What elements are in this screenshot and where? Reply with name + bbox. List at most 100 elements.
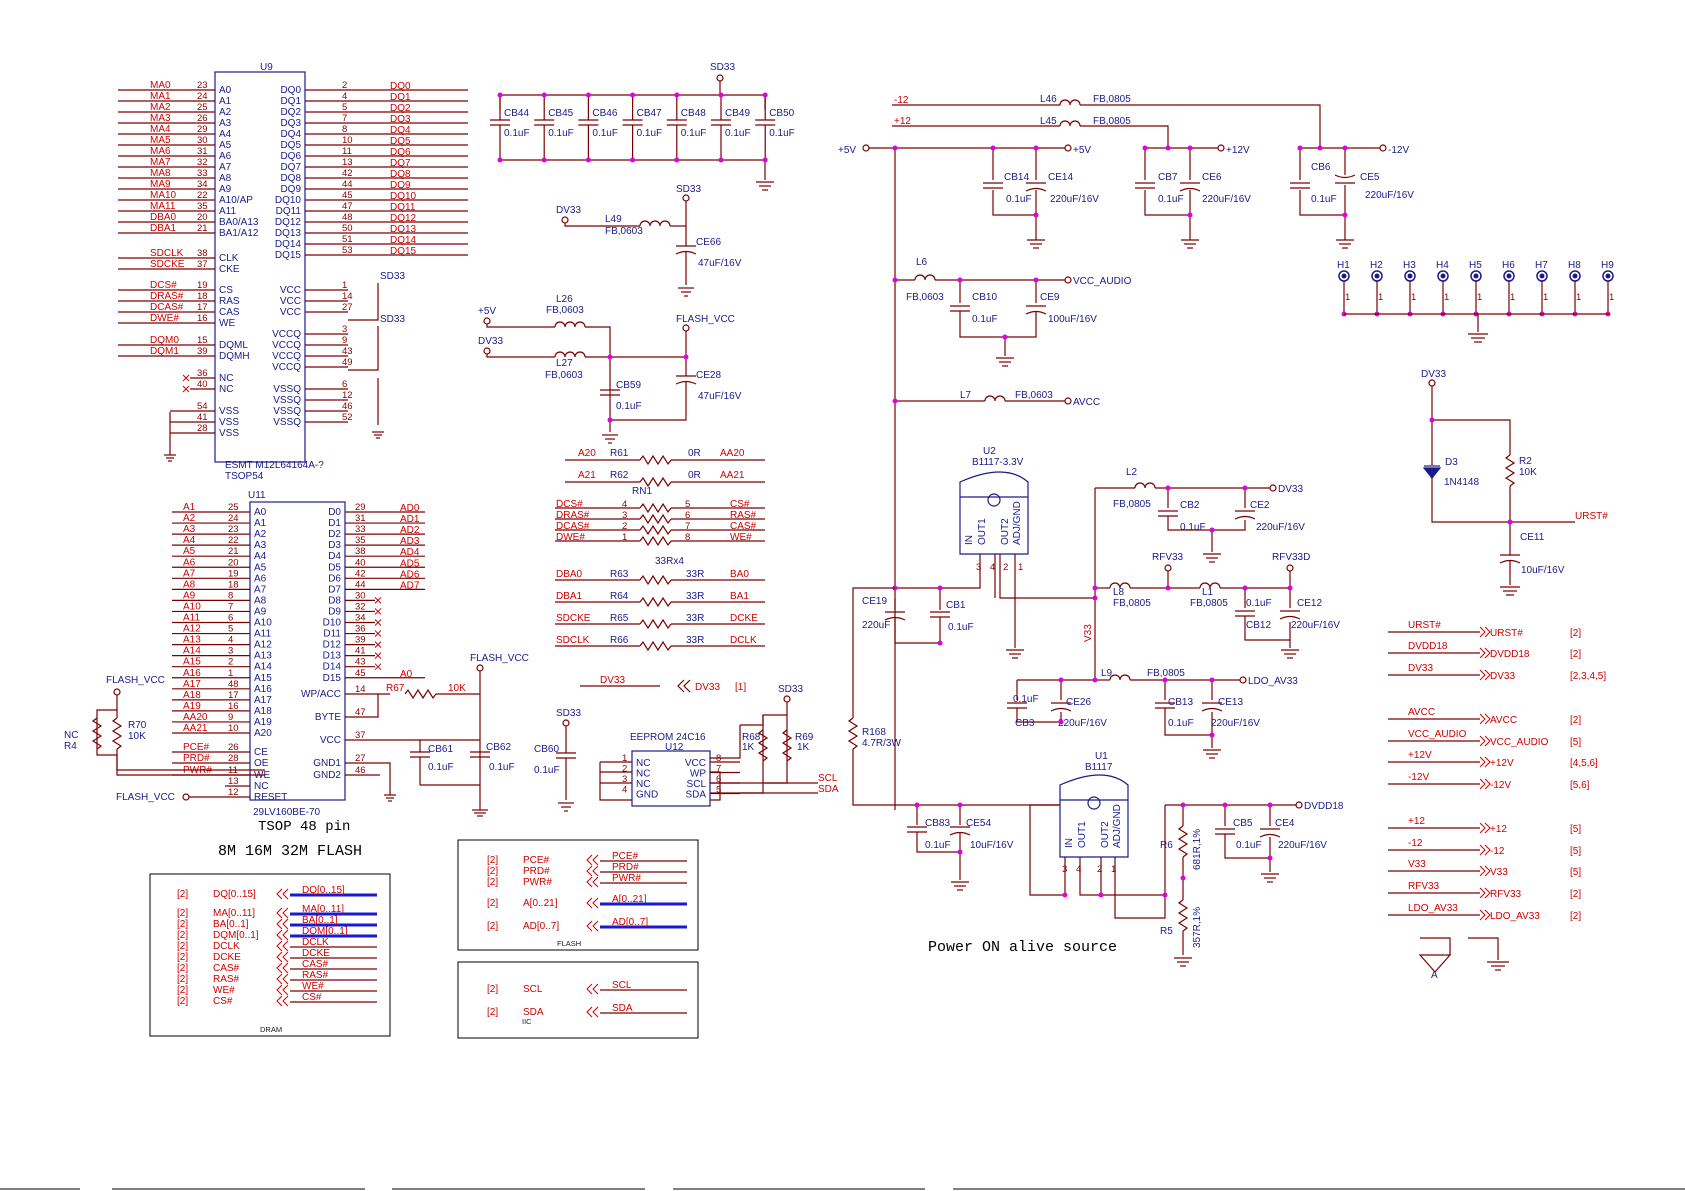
mounting-hole-pin-H3: 1	[1411, 292, 1416, 303]
series-in-DBA1: DBA1	[556, 591, 583, 602]
r69-label: R69	[795, 732, 814, 743]
u9-pinname-VCCQ: VCCQ	[272, 351, 301, 362]
u12-pin-6: 6	[716, 774, 721, 785]
u11-pinname-A8: A8	[254, 595, 267, 606]
plus5v-in-label: +5V	[838, 145, 856, 156]
sd33-label-2: SD33	[676, 184, 701, 195]
u11-pin-48: 48	[228, 679, 239, 690]
l27-label: L27	[556, 358, 573, 369]
u11-pinname-A12: A12	[254, 640, 272, 651]
u11-net-AA21: AA21	[183, 723, 208, 734]
u9-pin-33: 33	[197, 168, 208, 179]
r62-value: 0R	[688, 470, 701, 481]
series-in-SDCKE: SDCKE	[556, 613, 591, 624]
u11-pin-36: 36	[355, 624, 366, 635]
u2-regulator: U2 B1117-3.3V IN OUT1 OUT2 ADJ/GND 3 4 2…	[862, 446, 1340, 759]
iic-rows-right-1: SDA	[612, 1003, 633, 1014]
dram-rows-right-8: WE#	[302, 981, 324, 992]
u9-pin-39: 39	[197, 346, 208, 357]
minus12v-label: -12V	[1388, 145, 1409, 156]
u9-pinname-A7: A7	[219, 162, 232, 173]
u11-pin-33: 33	[355, 524, 366, 535]
u12-pin-2: 2	[622, 764, 627, 775]
ce6-value: 220uF/16V	[1202, 194, 1251, 205]
mounting-hole-pin-H5: 1	[1477, 292, 1482, 303]
u9-pinname-A9: A9	[219, 184, 232, 195]
ce28-label: CE28	[696, 370, 721, 381]
u11-pin-30: 30	[355, 590, 366, 601]
r67-label: R67	[386, 683, 405, 694]
cb10-label: CB10	[972, 292, 997, 303]
l1-value: FB,0805	[1190, 598, 1228, 609]
u9-pinname-DQ8: DQ8	[280, 173, 301, 184]
rfv33d-label: RFV33D	[1272, 552, 1310, 563]
u11-pinname-D2: D2	[328, 529, 341, 540]
u9-pin-1: 1	[342, 280, 347, 291]
nc-label: NC	[64, 730, 78, 741]
mounting-hole-H4: H4	[1436, 260, 1449, 271]
port-net-LDO_AV33: LDO_AV33	[1408, 903, 1458, 914]
port-ref-+12V: [4,5,6]	[1570, 758, 1598, 769]
u11-net-A1: A1	[183, 502, 196, 513]
rn1-pin-8: 8	[685, 532, 690, 543]
u11-pin-29: 29	[355, 502, 366, 513]
eeprom-section: DV33 DV33 [1] SD33 CB60 0.1uF EEPROM 24C…	[534, 675, 839, 812]
dram-box-title: DRAM	[260, 1025, 282, 1034]
u9-net-DWE#: DWE#	[150, 313, 179, 324]
cb7-value: 0.1uF	[1158, 194, 1184, 205]
rfv33-label: RFV33	[1152, 552, 1184, 563]
ce13-label: CE13	[1218, 697, 1243, 708]
u9-net-MA3: MA3	[150, 113, 171, 124]
port-net-RFV33: RFV33	[1408, 881, 1440, 892]
ground-symbols: A	[1418, 937, 1509, 981]
power-heading: Power ON alive source	[928, 939, 1117, 956]
u11-pin-39: 39	[355, 635, 366, 646]
u9-pinname-NC: NC	[219, 373, 233, 384]
cb3-label: CB3	[1015, 718, 1035, 729]
u9-pin-21: 21	[197, 223, 208, 234]
rn1-in-DCS#: DCS#	[556, 499, 583, 510]
u9-pinname-DQ1: DQ1	[280, 96, 301, 107]
rn1-in-DWE#: DWE#	[556, 532, 585, 543]
u11-pin-35: 35	[355, 535, 366, 546]
port-net--12: -12	[1408, 838, 1423, 849]
series-ref-R65: R65	[610, 613, 629, 624]
u9-net-MA10: MA10	[150, 190, 177, 201]
u9-pin-2: 2	[342, 80, 347, 91]
port-name-RFV33: RFV33	[1490, 889, 1522, 900]
sd33-eeprom-label-2: SD33	[778, 684, 803, 695]
flash-rows-ref-1: [2]	[487, 866, 498, 877]
u9-pinname-DQ0: DQ0	[280, 85, 301, 96]
port-name-VCC_AUDIO: VCC_AUDIO	[1490, 737, 1549, 748]
flash-rows-right-4: AD[0..7]	[612, 917, 648, 928]
rn1-pin-7: 7	[685, 521, 690, 532]
u9-pinname-DQML: DQML	[219, 340, 248, 351]
r68-value: 1K	[742, 742, 755, 753]
mounting-hole-H1: H1	[1337, 260, 1350, 271]
flash-rows-ref-4: [2]	[487, 921, 498, 932]
r70-value: 10K	[128, 731, 146, 742]
l46-value: FB,0805	[1093, 94, 1131, 105]
u9-pin-4: 4	[342, 91, 347, 102]
a21-label: A21	[578, 470, 596, 481]
ce28-value: 47uF/16V	[698, 391, 742, 402]
scl-net: SCL	[818, 773, 838, 784]
u11-net-AD3: AD3	[400, 536, 420, 547]
u11-net-A5: A5	[183, 546, 196, 557]
dv33-port-label: DV33	[600, 675, 625, 686]
u11-net-A9: A9	[183, 590, 196, 601]
u9-pin-43: 43	[342, 346, 353, 357]
u9-pin-22: 22	[197, 190, 208, 201]
cb62-label: CB62	[486, 742, 511, 753]
u9-pinname-VCC: VCC	[280, 307, 301, 318]
series-out-DCLK: DCLK	[730, 635, 757, 646]
u1-part: B1117	[1085, 762, 1113, 773]
u9-pin-44: 44	[342, 179, 353, 190]
u9-pin-31: 31	[197, 146, 208, 157]
u12-pinname-SDA: SDA	[685, 790, 706, 801]
u11-pinname-D5: D5	[328, 562, 341, 573]
u9-net-DQM1: DQM1	[150, 346, 179, 357]
port-net-DV33: DV33	[1408, 663, 1433, 674]
plus5-label: +5V	[478, 306, 496, 317]
